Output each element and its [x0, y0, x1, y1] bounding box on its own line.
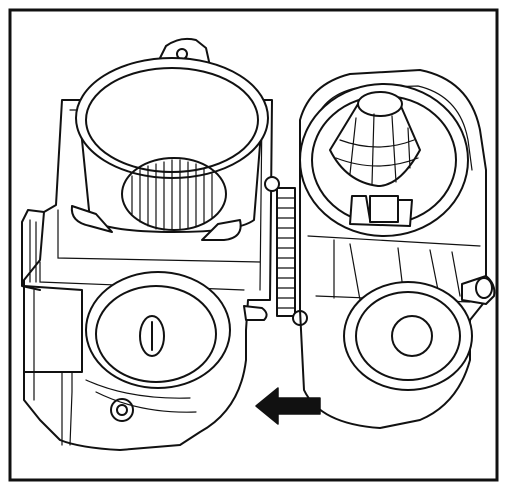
left-bottom-bracket: [23, 285, 83, 373]
left-round-cap: [85, 271, 231, 389]
cone-filter-grid: [335, 113, 419, 185]
right-internal-ribs: [315, 239, 471, 303]
right-side-nub-hole: [475, 277, 493, 299]
right-round-cap: [343, 281, 473, 391]
left-housing: [21, 99, 273, 451]
left-side-latch: [21, 209, 45, 291]
left-side-latch-ridge: [29, 219, 37, 283]
right-cap-center: [391, 315, 433, 357]
hinge-pin-top: [264, 176, 280, 192]
cone-filter-top: [357, 91, 403, 117]
left-body-outline: [23, 99, 273, 451]
figure-frame: [8, 8, 499, 482]
right-upper-cup: [299, 83, 469, 237]
center-hinge-strip: [264, 176, 308, 326]
right-cap-outer: [343, 281, 473, 391]
right-cap-inner: [355, 291, 461, 381]
filter-mesh-hatching: [131, 159, 213, 231]
cone-clip-block: [369, 195, 399, 223]
left-bottom-cord: [61, 371, 73, 446]
left-hinge-tab: [243, 305, 268, 321]
left-bottom-curves: [85, 379, 197, 413]
cup-foot-left: [70, 205, 113, 233]
round-cap-inner: [95, 285, 217, 383]
filter-cup: [70, 57, 269, 241]
direction-arrow-left-icon: [255, 387, 321, 425]
cup-foot-right: [201, 219, 242, 241]
filter-mesh-outline: [121, 157, 227, 231]
